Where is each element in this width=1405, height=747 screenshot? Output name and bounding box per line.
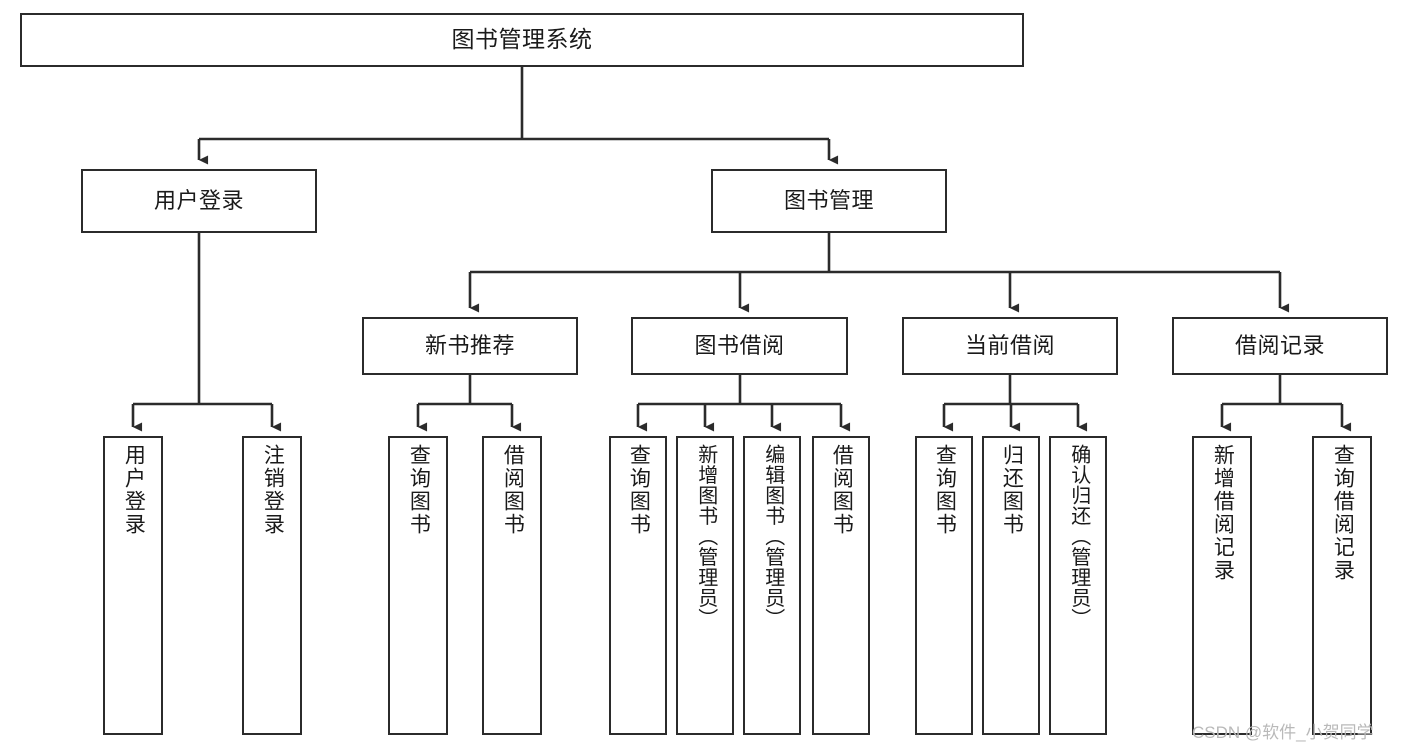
- node-leaf-borrow-book-rec-label: 借阅图书: [501, 444, 525, 536]
- node-new-book-rec-label: 新书推荐: [424, 332, 515, 358]
- node-leaf-add-book[interactable]: 新增图书（管理员）: [676, 436, 734, 735]
- node-user-login[interactable]: 用户登录: [81, 169, 317, 233]
- node-book-borrow[interactable]: 图书借阅: [631, 317, 848, 375]
- node-leaf-edit-book[interactable]: 编辑图书（管理员）: [743, 436, 801, 735]
- node-new-book-rec[interactable]: 新书推荐: [362, 317, 578, 375]
- csdn-watermark: CSDN @软件_小贺同学: [1192, 723, 1374, 742]
- node-book-manage-label: 图书管理: [783, 187, 874, 213]
- node-borrow-record[interactable]: 借阅记录: [1172, 317, 1388, 375]
- node-leaf-query-book-cur-label: 查询图书: [933, 444, 957, 536]
- node-leaf-query-record[interactable]: 查询借阅记录: [1312, 436, 1372, 735]
- node-leaf-query-record-label: 查询借阅记录: [1331, 444, 1355, 582]
- node-leaf-borrow-book-rec[interactable]: 借阅图书: [482, 436, 542, 735]
- node-leaf-user-logout-label: 注销登录: [261, 444, 285, 536]
- node-leaf-edit-book-label: 编辑图书（管理员）: [761, 444, 784, 629]
- node-leaf-confirm-return-label: 确认归还（管理员）: [1067, 444, 1090, 629]
- node-leaf-borrow-book[interactable]: 借阅图书: [812, 436, 870, 735]
- node-leaf-return-book[interactable]: 归还图书: [982, 436, 1040, 735]
- node-leaf-return-book-label: 归还图书: [1000, 444, 1024, 536]
- node-current-borrow[interactable]: 当前借阅: [902, 317, 1118, 375]
- node-leaf-confirm-return[interactable]: 确认归还（管理员）: [1049, 436, 1107, 735]
- node-leaf-query-book-cur[interactable]: 查询图书: [915, 436, 973, 735]
- node-leaf-add-record[interactable]: 新增借阅记录: [1192, 436, 1252, 735]
- node-borrow-record-label: 借阅记录: [1234, 332, 1325, 358]
- node-book-manage[interactable]: 图书管理: [711, 169, 947, 233]
- node-leaf-query-book-label: 查询图书: [627, 444, 651, 536]
- node-leaf-query-book-rec-label: 查询图书: [407, 444, 431, 536]
- node-user-login-label: 用户登录: [153, 187, 244, 213]
- node-leaf-user-logout[interactable]: 注销登录: [242, 436, 302, 735]
- node-root-label: 图书管理系统: [451, 26, 593, 53]
- node-leaf-user-login-label: 用户登录: [122, 444, 146, 536]
- node-leaf-query-book[interactable]: 查询图书: [609, 436, 667, 735]
- node-leaf-borrow-book-label: 借阅图书: [830, 444, 854, 536]
- node-root[interactable]: 图书管理系统: [20, 13, 1024, 67]
- node-leaf-add-record-label: 新增借阅记录: [1211, 444, 1235, 582]
- node-book-borrow-label: 图书借阅: [694, 332, 785, 358]
- node-leaf-query-book-rec[interactable]: 查询图书: [388, 436, 448, 735]
- node-leaf-add-book-label: 新增图书（管理员）: [694, 444, 717, 629]
- node-current-borrow-label: 当前借阅: [964, 332, 1055, 358]
- node-leaf-user-login[interactable]: 用户登录: [103, 436, 163, 735]
